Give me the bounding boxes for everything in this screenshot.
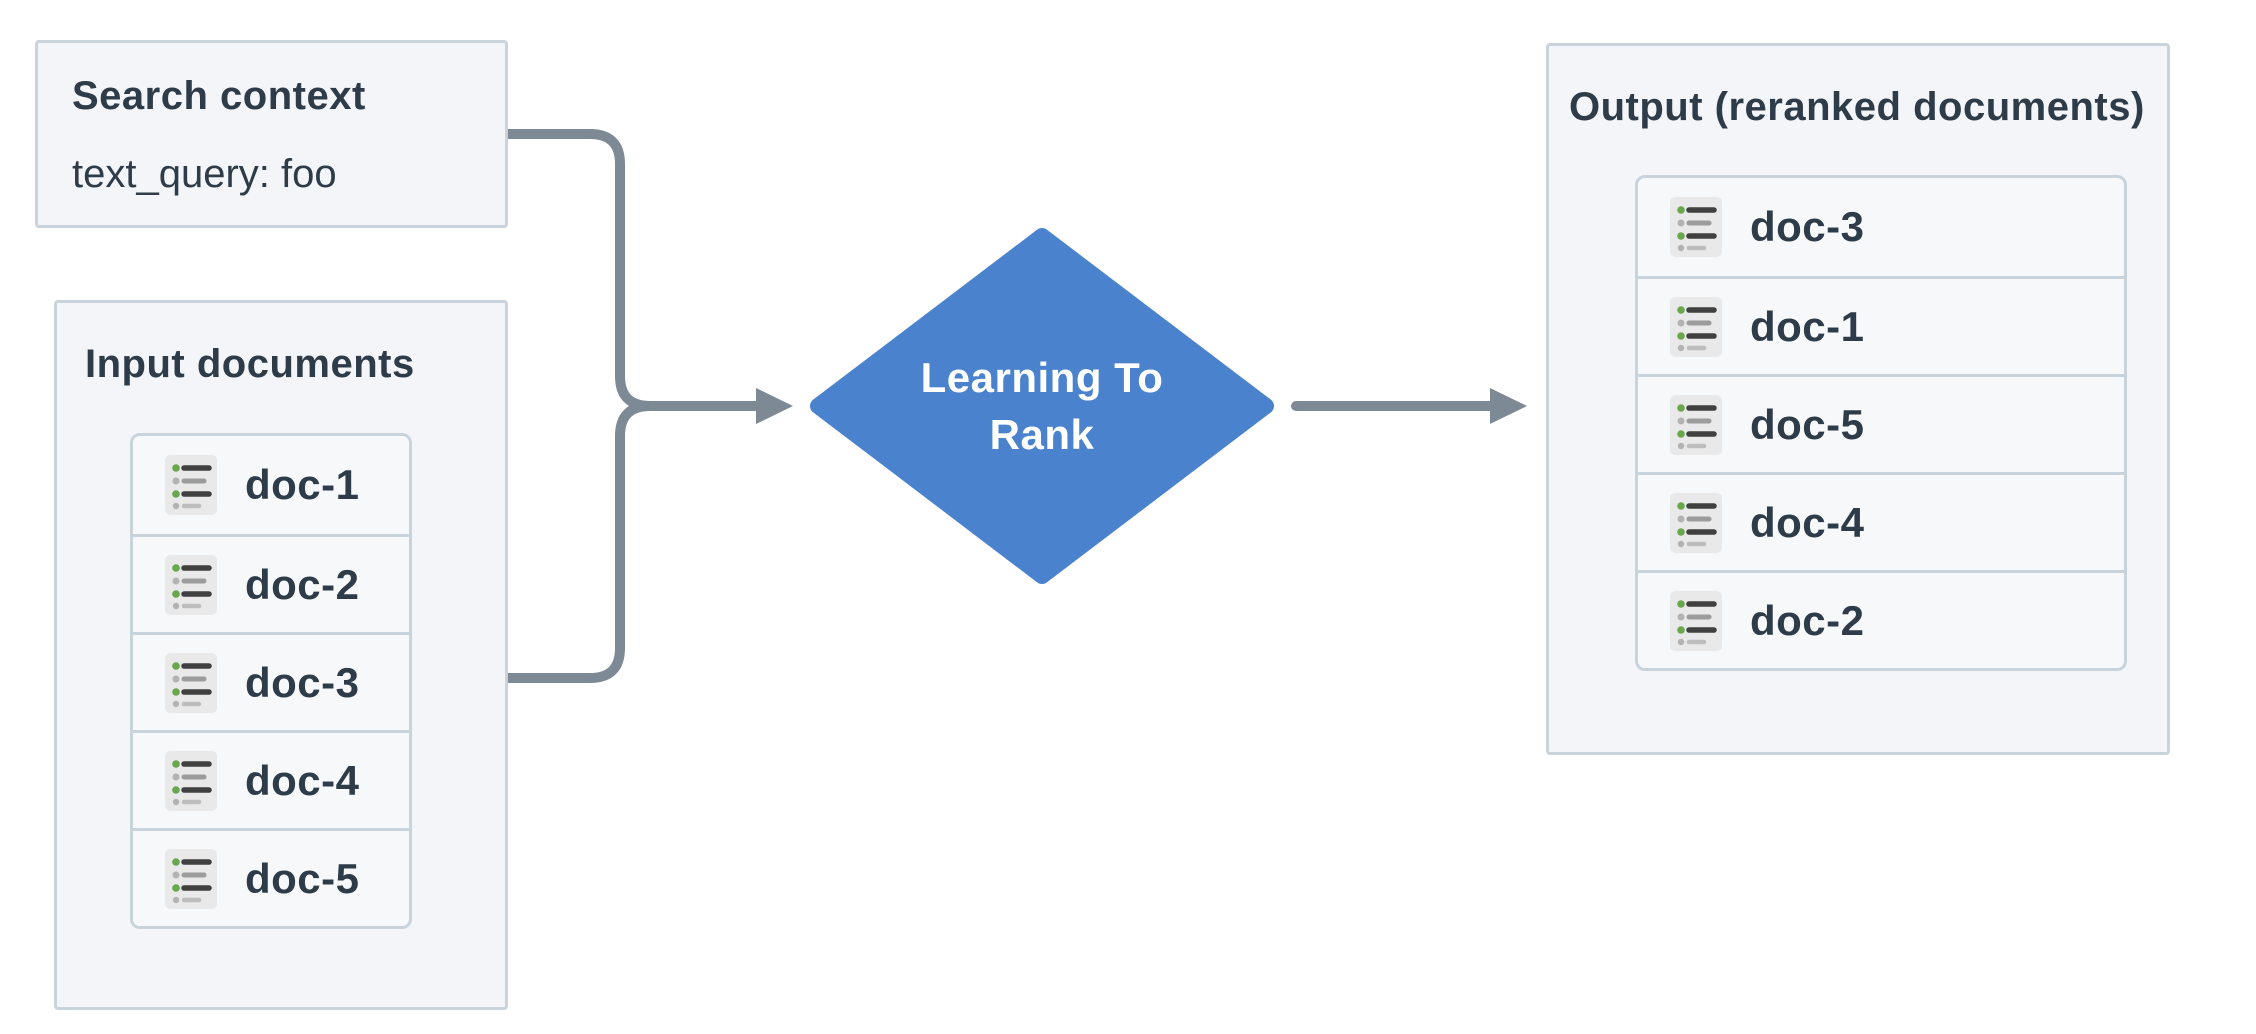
document-list-icon bbox=[1670, 296, 1722, 357]
document-label: doc-1 bbox=[1750, 302, 1865, 350]
document-item: doc-5 bbox=[133, 828, 409, 926]
output-arrowhead-icon bbox=[1490, 388, 1527, 424]
document-list-icon bbox=[165, 455, 217, 515]
document-item: doc-4 bbox=[133, 730, 409, 828]
document-label: doc-2 bbox=[245, 560, 360, 608]
document-list-icon bbox=[1670, 590, 1722, 651]
search-query-text: text_query: foo bbox=[72, 152, 337, 196]
document-item: doc-5 bbox=[1638, 374, 2124, 472]
search-context-title: Search context bbox=[72, 74, 366, 118]
document-list-icon bbox=[1670, 394, 1722, 455]
document-item: doc-1 bbox=[1638, 276, 2124, 374]
document-label: doc-3 bbox=[1750, 203, 1865, 250]
document-list-icon bbox=[165, 554, 217, 615]
input-documents-title: Input documents bbox=[85, 342, 415, 386]
search-context-box: Search context text_query: foo bbox=[35, 40, 508, 228]
document-item: doc-4 bbox=[1638, 472, 2124, 570]
input-documents-connector bbox=[501, 401, 655, 683]
document-list-icon bbox=[165, 848, 217, 909]
document-item: doc-2 bbox=[1638, 570, 2124, 668]
document-item: doc-3 bbox=[133, 632, 409, 730]
diamond-label-line1: Learning To bbox=[920, 354, 1164, 401]
input-documents-list: doc-1 doc-2 bbox=[130, 433, 412, 929]
document-item: doc-1 bbox=[133, 436, 409, 534]
document-label: doc-5 bbox=[245, 854, 360, 902]
output-documents-list: doc-3 doc-1 bbox=[1635, 175, 2127, 671]
document-label: doc-3 bbox=[245, 658, 360, 706]
document-label: doc-5 bbox=[1750, 400, 1865, 448]
document-list-icon bbox=[1670, 492, 1722, 553]
document-list-icon bbox=[1670, 197, 1722, 257]
document-item: doc-2 bbox=[133, 534, 409, 632]
document-label: doc-4 bbox=[245, 756, 360, 804]
document-list-icon bbox=[165, 750, 217, 811]
document-item: doc-3 bbox=[1638, 178, 2124, 276]
document-label: doc-1 bbox=[245, 461, 360, 508]
search-context-connector bbox=[501, 129, 761, 411]
document-list-icon bbox=[165, 652, 217, 713]
document-label: doc-2 bbox=[1750, 596, 1865, 644]
merge-arrowhead-icon bbox=[756, 388, 793, 424]
diamond-label-line2: Rank bbox=[989, 411, 1095, 458]
document-label: doc-4 bbox=[1750, 498, 1865, 546]
output-title: Output (reranked documents) bbox=[1569, 85, 2145, 129]
diamond-label: Learning To Rank bbox=[902, 318, 1182, 494]
